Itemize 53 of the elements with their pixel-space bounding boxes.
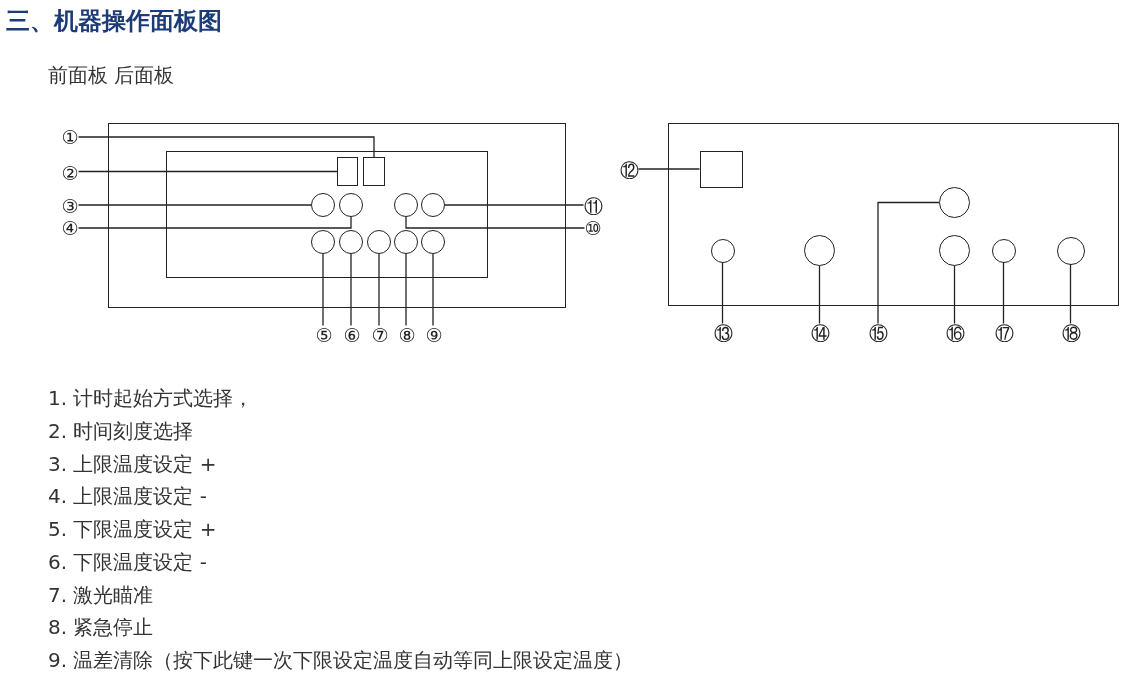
- rectangle-symbol: [363, 157, 385, 186]
- item-description: 5. 下限温度设定 +: [48, 517, 217, 541]
- callout-number: ⑦: [371, 325, 389, 345]
- leader-line: [405, 216, 586, 229]
- callout-number: ④: [61, 218, 79, 238]
- item-description: 3. 上限温度设定 +: [48, 451, 217, 476]
- leader-line: [432, 253, 434, 327]
- item-description: 1. 计时起始方式选择，: [48, 386, 254, 410]
- leader-line: [77, 170, 338, 173]
- leader-line: [1002, 261, 1005, 325]
- leader-line: [322, 253, 324, 327]
- callout-number: ⑩: [584, 218, 602, 238]
- inner-frame: [165, 150, 488, 278]
- callout-number: ⑬: [713, 323, 733, 343]
- rectangle-symbol: [337, 157, 358, 186]
- section-title: 三、机器操作面板图: [6, 7, 222, 35]
- rectangle-symbol: [699, 150, 743, 188]
- callout-number: ⑨: [425, 325, 443, 345]
- callout-number: ③: [61, 196, 79, 216]
- callout-number: ⑫: [619, 160, 639, 179]
- callout-number: ⑯: [945, 323, 965, 343]
- callout-number: ⑪: [583, 196, 603, 216]
- item-description: 9. 温差清除（按下此键一次下限设定温度自动等同上限设定温度）: [48, 648, 634, 672]
- item-description: 6. 下限温度设定 -: [48, 549, 207, 574]
- callout-number: ①: [61, 127, 79, 147]
- leader-line: [721, 261, 724, 325]
- panel-frame: [668, 123, 1119, 306]
- leader-line: [77, 204, 312, 206]
- item-description: 7. 激光瞄准: [48, 582, 154, 607]
- callout-number: ⑧: [398, 325, 416, 345]
- item-description: 8. 紧急停止: [48, 615, 154, 640]
- panel-frame: [108, 123, 566, 308]
- leader-line: [350, 253, 352, 327]
- leader-line: [877, 201, 940, 325]
- callout-number: ②: [61, 163, 79, 182]
- callout-number: ⑰: [994, 323, 1014, 343]
- callout-number: ⑭: [810, 323, 830, 343]
- leader-line: [77, 136, 375, 158]
- leader-line: [818, 265, 821, 325]
- leader-line: [1069, 263, 1072, 325]
- item-description: 2. 时间刻度选择: [48, 418, 194, 443]
- leader-line: [953, 265, 956, 325]
- leader-line: [444, 204, 585, 206]
- callout-number: ⑤: [315, 325, 333, 345]
- leader-line: [378, 253, 380, 327]
- callout-number: ⑥: [343, 325, 361, 345]
- item-description: 4. 上限温度设定 -: [48, 484, 207, 509]
- callout-number: ⑱: [1061, 323, 1081, 343]
- leader-line: [77, 216, 352, 229]
- callout-number: ⑮: [868, 323, 888, 343]
- leader-line: [405, 253, 407, 327]
- panel-heading: 前面板 后面板: [48, 63, 175, 87]
- leader-line: [637, 168, 701, 170]
